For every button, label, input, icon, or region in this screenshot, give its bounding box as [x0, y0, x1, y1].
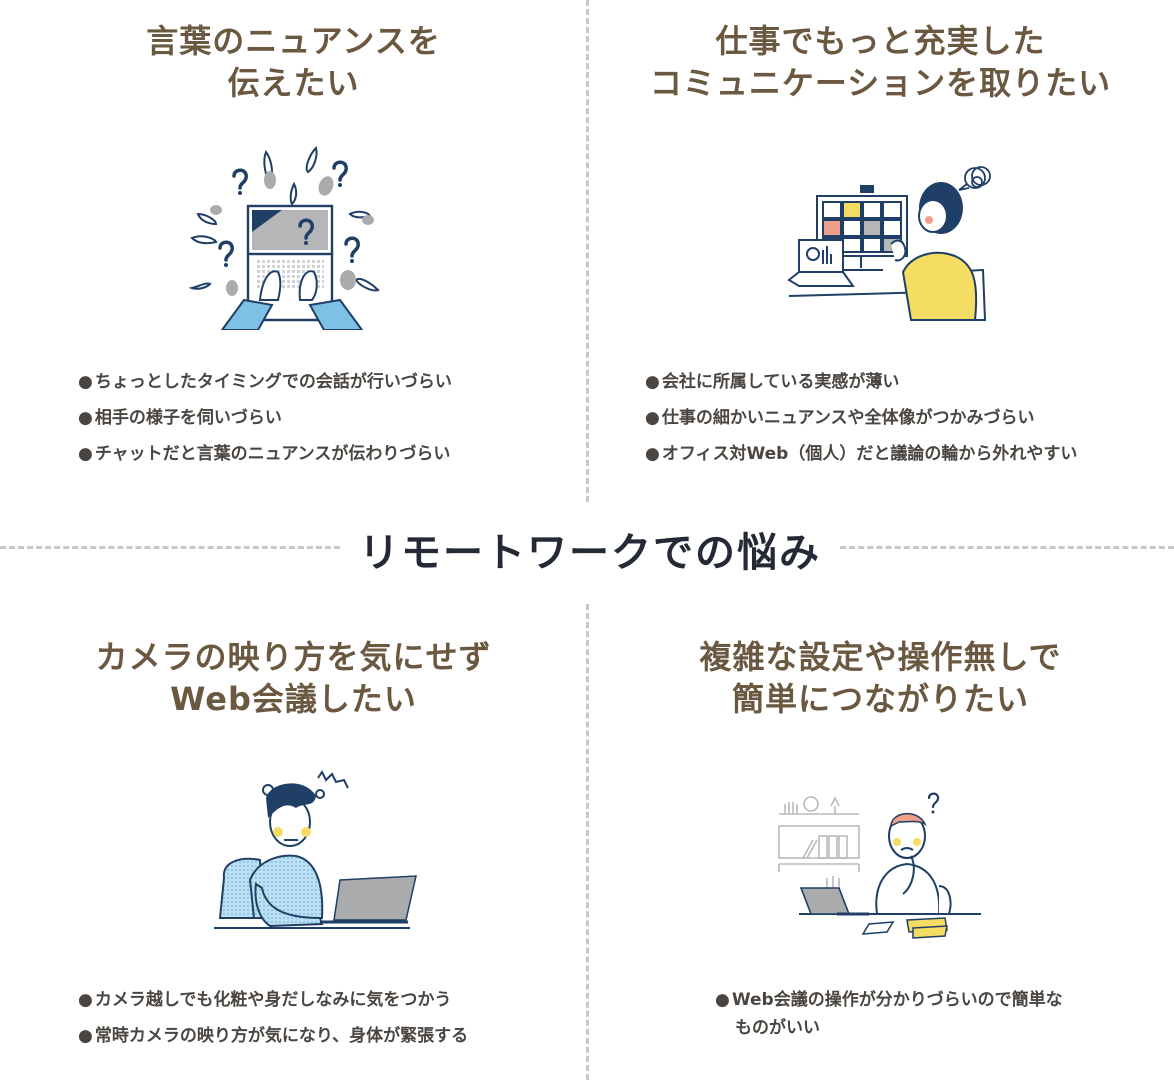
bullet-dot-icon: ●	[645, 372, 660, 392]
bullet-item: ●チャットだと言葉のニュアンスが伝わりづらい	[78, 444, 451, 464]
title-line-2: 伝えたい	[227, 64, 360, 102]
center-title: リモートワークでの悩み	[359, 530, 821, 576]
bullet-item: ●カメラ越しでも化粧や身だしなみに気をつかう	[78, 990, 452, 1010]
bullet-dot-icon: ●	[645, 444, 660, 464]
bullet-item: ●相手の様子を伺いづらい	[78, 408, 282, 428]
title-line-1: 言葉のニュアンスを	[146, 22, 441, 60]
vertical-divider-bottom	[586, 604, 589, 1080]
quadrant-title: 仕事でもっと充実した コミュニケーションを取りたい	[587, 20, 1174, 104]
puzzled-man-illustration-icon	[778, 792, 981, 939]
horizontal-divider-left	[0, 546, 340, 549]
bullet-dot-icon: ●	[78, 372, 93, 392]
quadrant-title: 言葉のニュアンスを 伝えたい	[0, 20, 587, 104]
bullet-list: ●会社に所属している実感が薄い ●仕事の細かいニュアンスや全体像がつかみづらい …	[645, 364, 1077, 472]
bullet-item: ●Web会議の操作が分かりづらいので簡単なものがいい	[715, 990, 1063, 1038]
bullet-item: ●常時カメラの映り方が気になり、身体が緊張する	[78, 1026, 469, 1046]
bullet-item: ●仕事の細かいニュアンスや全体像がつかみづらい	[645, 408, 1035, 428]
stressed-man-illustration-icon	[214, 770, 417, 929]
quadrant-title: カメラの映り方を気にせず Web会議したい	[0, 636, 587, 720]
title-line-1: カメラの映り方を気にせず	[95, 638, 492, 676]
title-line-1: 複雑な設定や操作無しで	[699, 638, 1062, 676]
bullet-item: ●会社に所属している実感が薄い	[645, 372, 900, 392]
bullet-item: ●ちょっとしたタイミングでの会話が行いづらい	[78, 372, 452, 392]
horizontal-divider-right	[840, 546, 1174, 549]
bullet-list: ●ちょっとしたタイミングでの会話が行いづらい ●相手の様子を伺いづらい ●チャッ…	[78, 364, 452, 472]
bullet-dot-icon: ●	[78, 990, 93, 1010]
bullet-dot-icon: ●	[715, 990, 730, 1010]
title-line-2: Web会議したい	[170, 680, 417, 718]
bullet-dot-icon: ●	[78, 1026, 93, 1046]
bullet-dot-icon: ●	[645, 408, 660, 428]
bullet-dot-icon: ●	[78, 408, 93, 428]
title-line-1: 仕事でもっと充実した	[715, 22, 1046, 60]
bullet-list: ●Web会議の操作が分かりづらいので簡単なものがいい	[715, 986, 1075, 1042]
bullet-list: ●カメラ越しでも化粧や身だしなみに気をつかう ●常時カメラの映り方が気になり、身…	[78, 982, 468, 1054]
bullet-dot-icon: ●	[78, 444, 93, 464]
video-meeting-illustration-icon	[787, 166, 991, 321]
vertical-divider-top	[586, 0, 589, 502]
title-line-2: 簡単につながりたい	[731, 680, 1029, 718]
title-line-2: コミュニケーションを取りたい	[649, 64, 1112, 102]
quadrant-title: 複雑な設定や操作無しで 簡単につながりたい	[587, 636, 1174, 720]
confused-laptop-illustration-icon	[188, 146, 380, 330]
bullet-item: ●オフィス対Web（個人）だと議論の輪から外れやすい	[645, 444, 1078, 464]
